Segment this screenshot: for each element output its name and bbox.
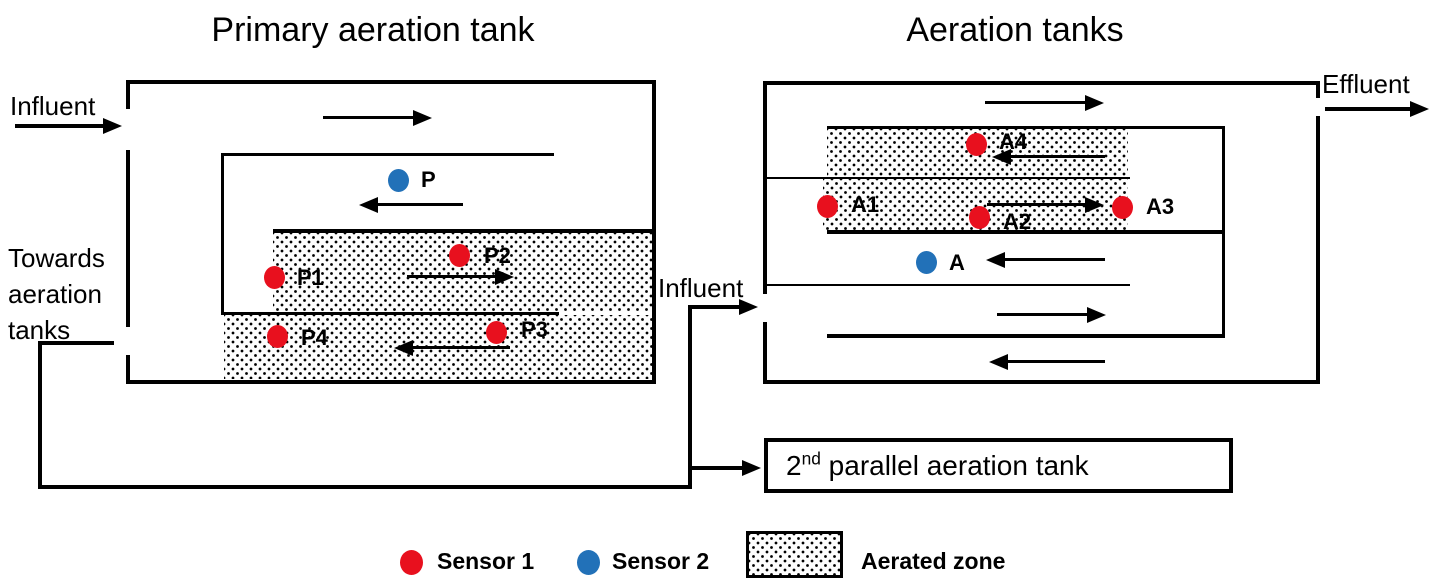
sensor-A3-label: A3 [1146, 194, 1175, 219]
sensor-A4-icon [966, 133, 987, 156]
pipe-branch-arrow-icon [692, 466, 742, 470]
primary-tank-wall-left-lower [126, 355, 130, 384]
legend-sensor2-label: Sensor 2 [612, 548, 710, 574]
pipe-bottom-run [38, 485, 692, 489]
sensor-A-label: A [949, 250, 965, 275]
sensor-A1-icon [817, 195, 838, 218]
aeration-baffle-3 [827, 230, 1225, 234]
flow-arrow-right-icon [407, 275, 495, 278]
legend-sensor1-label: Sensor 1 [437, 548, 535, 574]
legend-aerated-zone-label: Aerated zone [861, 548, 1006, 574]
influent-middle-label: Influent [658, 273, 744, 303]
parallel-tank-label-base: 2 [786, 450, 802, 481]
parallel-tank-label-rest: parallel aeration tank [820, 450, 1089, 481]
primary-baffle-vertical [221, 153, 224, 315]
parallel-tank-label: 2nd parallel aeration tank [768, 442, 1229, 489]
flow-arrow-left-icon [413, 346, 510, 349]
flow-arrow-left-icon [1005, 258, 1105, 261]
aeration-tank-wall-right-stub [1316, 81, 1320, 98]
sensor-P1-icon [264, 266, 285, 289]
pipe-left-vertical [38, 341, 42, 489]
sensor-P-icon [388, 169, 409, 192]
sensor-A-icon [916, 251, 937, 274]
flow-arrow-left-icon [1011, 155, 1105, 158]
flow-arrow-right-icon [997, 313, 1087, 316]
sensor-A2-label: A2 [1003, 209, 1032, 234]
sensor-A3-icon [1112, 196, 1133, 219]
sensor-P-label: P [421, 167, 436, 192]
sensor-P1-label: P1 [297, 265, 324, 290]
aeration-baffle-1 [827, 126, 1225, 129]
sensor-A4-label: A4 [999, 129, 1028, 154]
sensor-A1-label: A1 [851, 192, 880, 217]
sensor-P4-label: P4 [301, 325, 328, 350]
parallel-tank-box: 2nd parallel aeration tank [764, 438, 1233, 493]
pipe-exit-stub [38, 341, 114, 345]
effluent-label: Effluent [1322, 69, 1410, 99]
sensor-P2-label: P2 [484, 243, 511, 268]
legend-sensor1-icon [400, 550, 423, 575]
aeration-baffle-4 [765, 284, 1130, 286]
aeration-tank-wall-left-upper [763, 81, 767, 294]
sensor-P3-icon [486, 321, 507, 344]
flow-arrow-left-icon [378, 203, 463, 206]
primary-baffle-top [221, 153, 554, 156]
aeration-tank-wall-bottom [763, 380, 1320, 384]
sensor-A2-icon [969, 206, 990, 229]
aeration-tank-wall-top [763, 81, 1320, 85]
primary-baffle-lower [221, 312, 559, 315]
influent-left-label: Influent [10, 91, 96, 121]
sensor-P4-icon [267, 325, 288, 348]
flow-arrow-left-icon [1008, 360, 1105, 363]
towards-aeration-tanks-label: Towards aeration tanks [8, 243, 105, 345]
primary-baffle-middle [273, 229, 656, 233]
aeration-baffle-5 [827, 334, 1225, 338]
primary-tank-title: Primary aeration tank [211, 11, 535, 49]
aeration-tank-wall-right [1316, 116, 1320, 384]
legend-sensor2-icon [577, 550, 600, 575]
primary-tank-wall-left-upper [126, 80, 130, 109]
aeration-tanks-title: Aeration tanks [906, 11, 1124, 49]
legend-aerated-zone-swatch [746, 531, 843, 578]
sensor-P3-label: P3 [521, 317, 548, 342]
parallel-tank-label-sup: nd [801, 448, 821, 469]
primary-tank-wall-bottom [126, 380, 656, 384]
effluent-arrow-icon [1325, 107, 1410, 111]
primary-tank-wall-left-middle [126, 150, 130, 327]
flow-arrow-right-icon [987, 203, 1085, 206]
primary-aerated-zone-lower [224, 315, 652, 379]
flow-arrow-right-icon [985, 101, 1085, 104]
sensor-P2-icon [449, 244, 470, 267]
influent-left-arrow-icon [15, 124, 103, 128]
aeration-baffle-2 [765, 177, 1130, 179]
aeration-tank-wall-left-lower [763, 322, 767, 384]
primary-tank-wall-top [126, 80, 656, 84]
pipe-riser-vertical [688, 305, 692, 489]
pipe-entry-arrow-icon [692, 305, 739, 309]
flow-arrow-right-icon [323, 116, 413, 119]
